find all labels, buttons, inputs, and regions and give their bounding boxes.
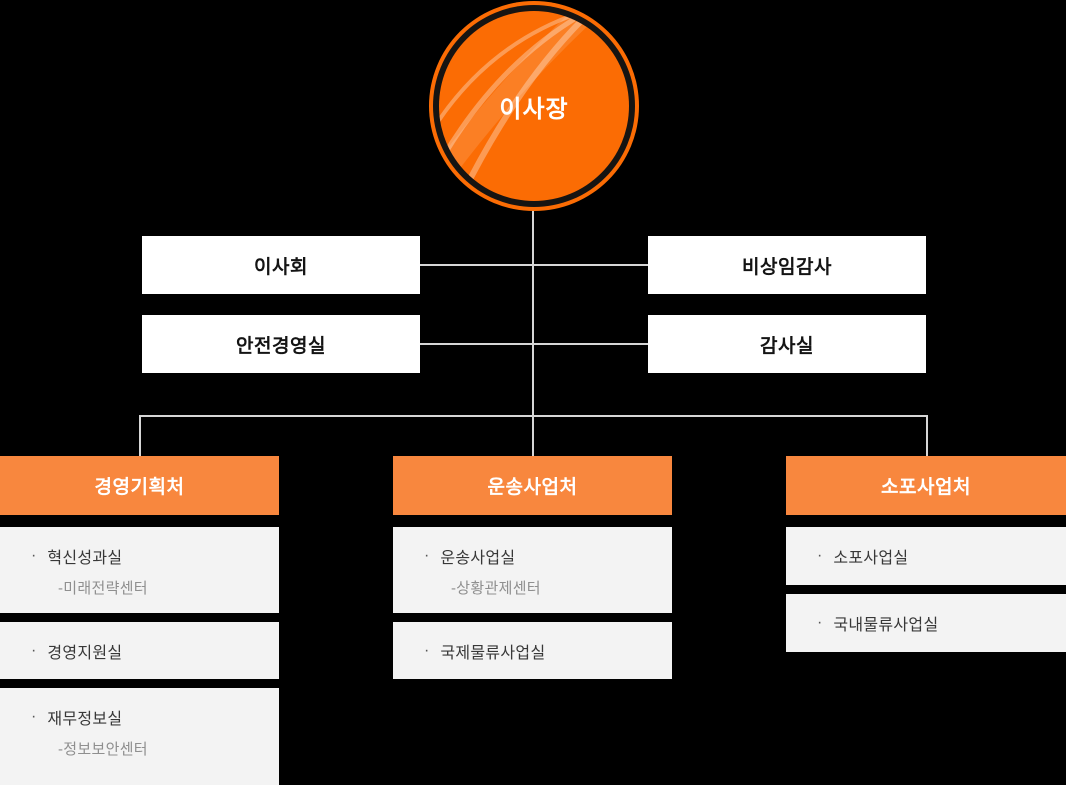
- card-title: 운송사업실: [440, 550, 516, 567]
- card-item: · 국제물류사업실: [393, 639, 545, 663]
- card-title: 국내물류사업실: [833, 617, 939, 634]
- connector-row1-horizontal: [420, 264, 648, 266]
- card-item: · 운송사업실: [393, 544, 672, 568]
- card-finance-information-office: · 재무정보실 -정보보안센터: [0, 688, 279, 785]
- card-item: · 혁신성과실: [0, 544, 279, 568]
- card-innovation-performance-office: · 혁신성과실 -미래전략센터: [0, 527, 279, 613]
- card-subitem: -정보보안센터: [58, 741, 148, 758]
- bullet-icon: ·: [817, 547, 823, 564]
- card-subitem: -미래전략센터: [58, 580, 148, 597]
- dept-header-management-planning: 경영기획처: [0, 456, 279, 515]
- card-parcel-business-office: · 소포사업실: [786, 527, 1066, 585]
- chairman-circle: [429, 1, 639, 211]
- card-international-logistics-office: · 국제물류사업실: [393, 622, 672, 679]
- staff-box-non-executive-auditor-label: 비상임감사: [742, 256, 832, 278]
- dept-header-parcel-business: 소포사업처: [786, 456, 1066, 515]
- card-title: 재무정보실: [47, 711, 123, 728]
- staff-box-non-executive-auditor: 비상임감사: [648, 236, 926, 294]
- bullet-icon: ·: [424, 547, 430, 564]
- connector-drop-left: [139, 415, 141, 456]
- staff-box-safety-management-office-label: 안전경영실: [236, 335, 326, 357]
- card-title: 혁신성과실: [47, 550, 123, 567]
- card-item: · 재무정보실: [0, 705, 279, 729]
- connector-drop-right: [926, 415, 928, 456]
- chairman-label: 이사장: [499, 95, 569, 123]
- staff-box-audit-office-label: 감사실: [760, 335, 814, 357]
- staff-box-audit-office: 감사실: [648, 315, 926, 373]
- dept-header-parcel-business-label: 소포사업처: [881, 477, 971, 498]
- card-transport-business-office: · 운송사업실 -상황관제센터: [393, 527, 672, 613]
- dept-header-management-planning-label: 경영기획처: [94, 477, 185, 498]
- connector-branch-horizontal: [139, 415, 928, 417]
- dept-header-transport-business-label: 운송사업처: [487, 477, 578, 498]
- card-title: 경영지원실: [47, 644, 123, 662]
- card-item: · 경영지원실: [0, 639, 122, 663]
- bullet-icon: ·: [31, 641, 37, 659]
- dept-header-transport-business: 운송사업처: [393, 456, 672, 515]
- bullet-icon: ·: [424, 641, 430, 659]
- bullet-icon: ·: [31, 708, 37, 725]
- staff-box-board-label: 이사회: [254, 256, 308, 278]
- card-title: 국제물류사업실: [440, 644, 546, 662]
- staff-box-safety-management-office: 안전경영실: [142, 315, 420, 373]
- card-title: 소포사업실: [833, 550, 909, 567]
- card-subitem: -상황관제센터: [451, 580, 541, 597]
- circle-fill: [439, 11, 629, 201]
- connector-row2-horizontal: [420, 343, 648, 345]
- staff-box-board: 이사회: [142, 236, 420, 294]
- bullet-icon: ·: [31, 547, 37, 564]
- card-item: · 소포사업실: [786, 544, 908, 568]
- card-management-support-office: · 경영지원실: [0, 622, 279, 679]
- bullet-icon: ·: [817, 614, 823, 631]
- card-domestic-logistics-office: · 국내물류사업실: [786, 594, 1066, 652]
- connector-center-vertical: [532, 210, 534, 456]
- card-item: · 국내물류사업실: [786, 611, 938, 635]
